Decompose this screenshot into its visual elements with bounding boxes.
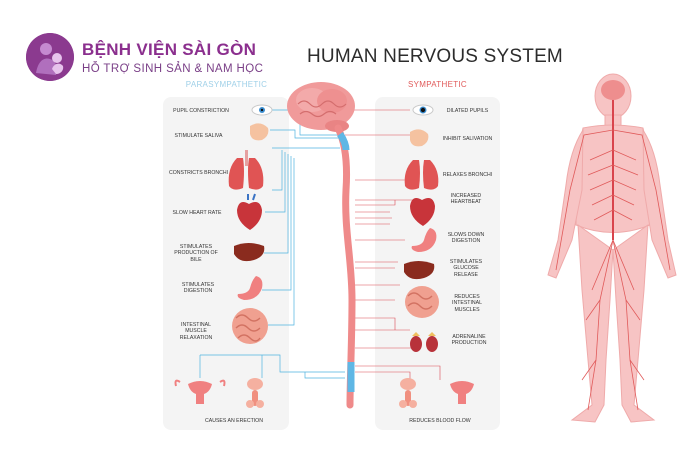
logo-icon xyxy=(26,33,74,81)
salivary-gland-icon xyxy=(410,129,429,147)
cranial-segment xyxy=(337,132,350,151)
diagram-title: HUMAN NERVOUS SYSTEM xyxy=(307,46,563,67)
brain-icon xyxy=(287,82,355,132)
salivary-gland-icon xyxy=(250,123,269,141)
para-effect-7: INTESTINAL MUSCLE RELAXATION xyxy=(179,322,213,341)
sympathetic-connectors xyxy=(330,109,441,380)
intestines-icon xyxy=(405,286,439,318)
hospital-logo: BỆNH VIỆN SÀI GÒN HỖ TRỢ SINH SẢN & NAM … xyxy=(26,33,263,81)
male-reproductive-icon xyxy=(246,378,264,408)
sym-effect-2: INHIBIT SALIVATION xyxy=(442,136,493,142)
para-effect-8: CAUSES AN ERECTION xyxy=(205,418,263,424)
para-effect-3: CONSTRICTS BRONCHI xyxy=(168,170,229,176)
hospital-tagline: HỖ TRỢ SINH SẢN & NAM HỌC xyxy=(82,62,264,75)
heart-icon xyxy=(237,193,262,230)
sym-effect-4: INCREASED HEARTBEAT xyxy=(450,193,482,206)
sym-effect-7: REDUCES INTESTINAL MUSCLES xyxy=(452,294,482,313)
sympathetic-panel xyxy=(375,97,500,430)
sympathetic-heading: SYMPATHETIC xyxy=(407,80,467,89)
lungs-icon xyxy=(404,160,439,190)
parasympathetic-heading: PARASYMPATHETIC xyxy=(185,80,268,89)
sym-effect-6: STIMULATES GLUCOSE RELEASE xyxy=(449,259,483,278)
parasympathetic-panel xyxy=(163,97,289,430)
uterus-icon xyxy=(174,379,226,404)
para-effect-4: SLOW HEART RATE xyxy=(172,210,222,216)
para-effect-6: STIMULATES DIGESTION xyxy=(181,282,215,295)
para-effect-1: PUPIL CONSTRICTION xyxy=(173,108,229,114)
para-effect-2: STIMULATE SALIVA xyxy=(174,133,223,139)
adrenal-kidney-icon xyxy=(410,332,438,352)
parasympathetic-connectors xyxy=(199,109,345,379)
sym-effect-9: REDUCES BLOOD FLOW xyxy=(409,418,471,424)
sym-effect-5: SLOWS DOWN DIGESTION xyxy=(447,232,485,245)
sym-effect-3: RELAXES BRONCHI xyxy=(442,172,493,178)
eye-icon xyxy=(251,104,273,116)
uterus-icon xyxy=(450,381,474,404)
liver-icon xyxy=(404,261,435,280)
hospital-name: BỆNH VIỆN SÀI GÒN xyxy=(82,39,257,59)
dilated-eye-icon xyxy=(412,104,434,116)
liver-icon xyxy=(234,243,265,262)
human-body-figure xyxy=(547,73,677,423)
sym-effect-1: DILATED PUPILS xyxy=(446,108,489,114)
stomach-icon xyxy=(411,228,437,252)
heart-icon xyxy=(410,198,435,226)
sym-effect-8: ADRENALINE PRODUCTION xyxy=(451,334,487,347)
stomach-icon xyxy=(237,276,263,300)
lungs-icon xyxy=(228,150,264,190)
male-reproductive-icon xyxy=(399,378,417,408)
intestines-icon xyxy=(232,308,268,344)
para-effect-5: STIMULATES PRODUCTION OF BILE xyxy=(174,244,218,263)
